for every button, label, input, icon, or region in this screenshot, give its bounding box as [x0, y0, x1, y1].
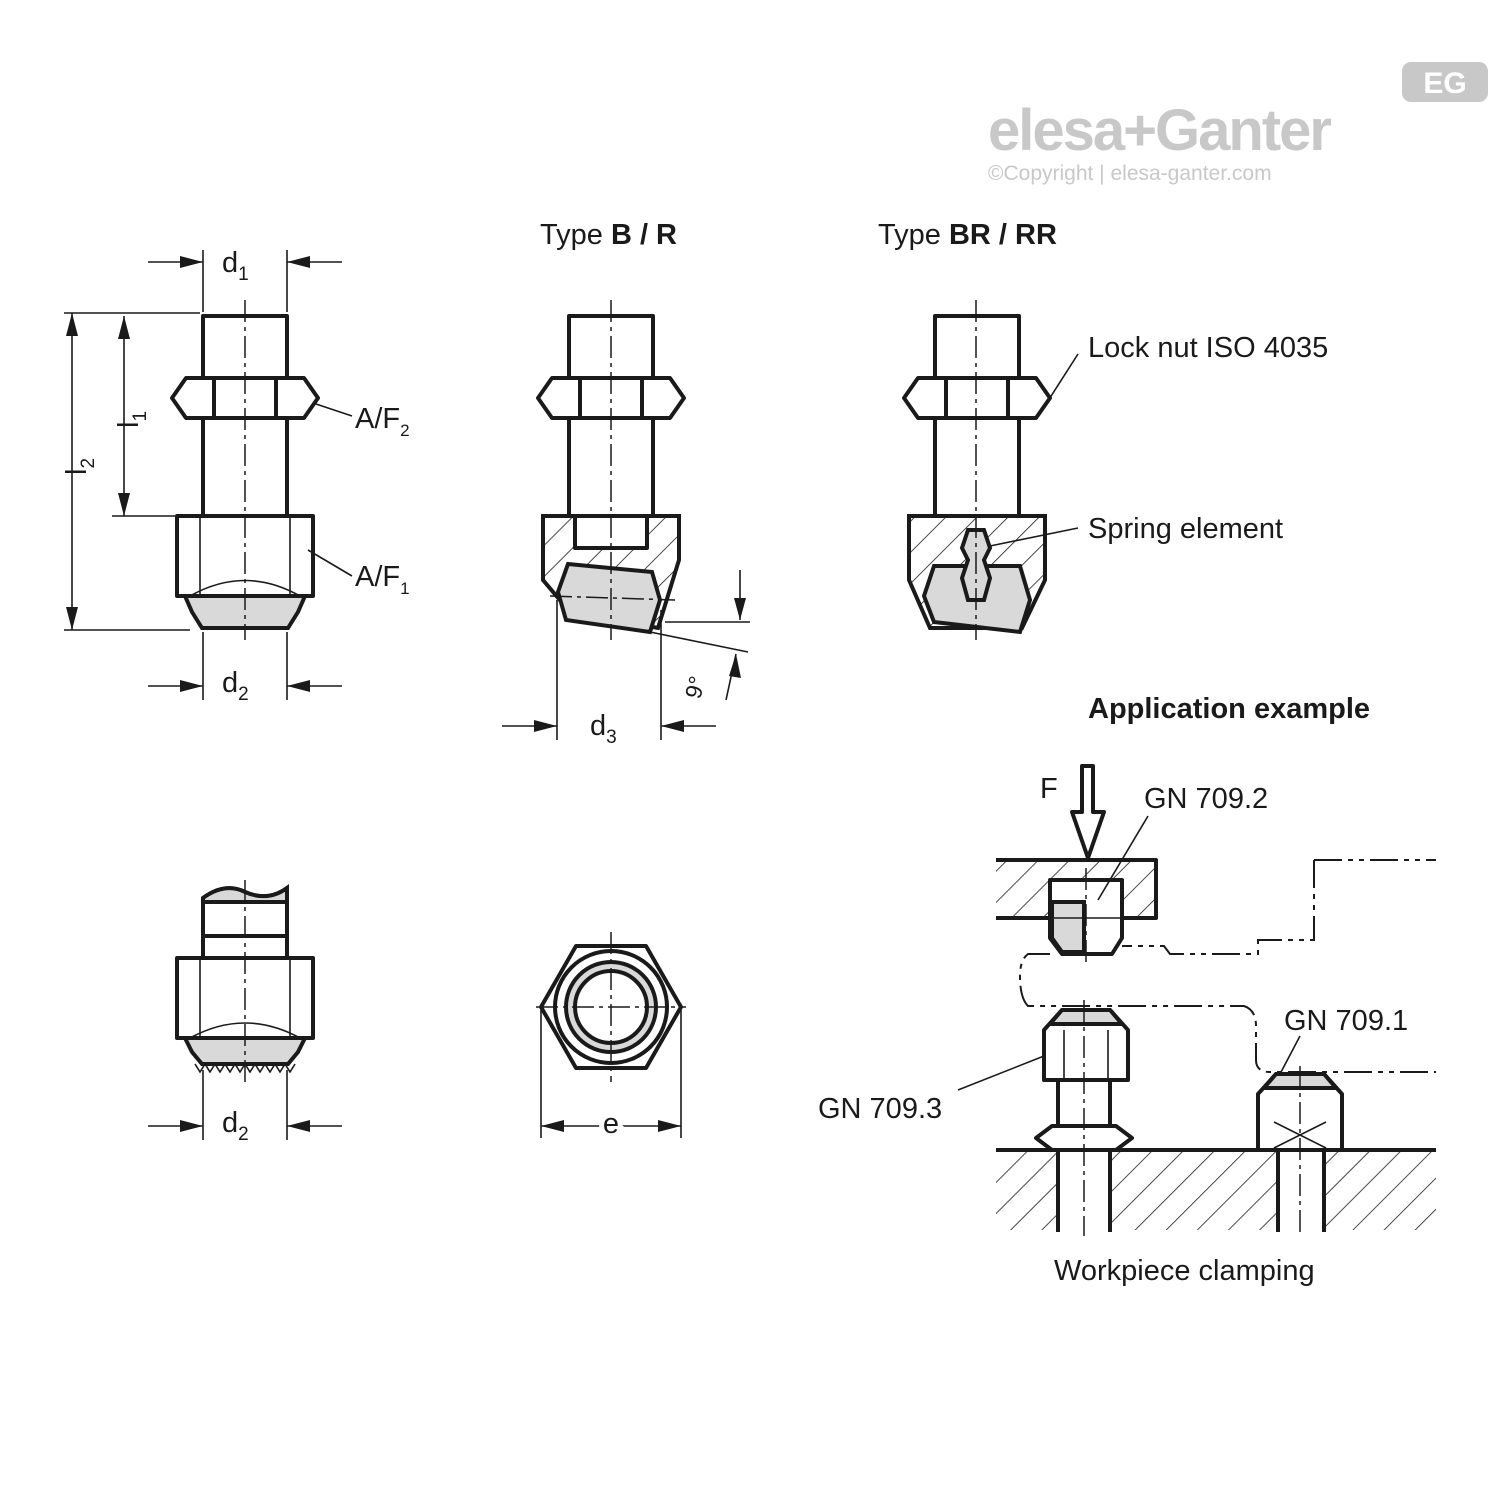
dim-angle: 9° — [680, 673, 711, 701]
dim-d3: d3 — [590, 710, 617, 748]
view-type-br-rr — [902, 300, 1079, 640]
view-type-b-r — [502, 300, 750, 740]
label-force: F — [1040, 773, 1058, 805]
view-hex-top — [536, 932, 686, 1138]
dim-l2: l2 — [61, 458, 99, 475]
brand-block: EG elesa+Ganter ©Copyright | elesa-gante… — [988, 62, 1488, 185]
dim-l1: l1 — [113, 411, 151, 428]
label-gn-709-1: GN 709.1 — [1284, 1005, 1408, 1037]
view-serrated-foot — [148, 880, 342, 1140]
title-type-br-rr: Type BR / RR — [878, 219, 1057, 251]
dim-af2: A/F2 — [355, 403, 410, 440]
dim-e: e — [603, 1108, 619, 1140]
dim-af1: A/F1 — [355, 561, 410, 598]
label-gn-709-2: GN 709.2 — [1144, 783, 1268, 815]
eg-badge-icon: EG — [1402, 62, 1488, 102]
label-spring-element: Spring element — [1088, 513, 1283, 545]
caption-workpiece-clamping: Workpiece clamping — [1054, 1255, 1315, 1287]
title-application-example: Application example — [1088, 693, 1370, 725]
label-gn-709-3: GN 709.3 — [818, 1093, 942, 1125]
copyright-text: ©Copyright | elesa-ganter.com — [988, 162, 1272, 185]
view-application-example — [957, 764, 1436, 1236]
dim-d2-bottom: d2 — [222, 1107, 249, 1145]
eg-badge-text: EG — [1423, 67, 1466, 100]
title-type-b-r: Type B / R — [540, 219, 677, 251]
dim-d2-top: d2 — [222, 667, 249, 705]
view-basic-side — [64, 250, 353, 700]
dim-d1: d1 — [222, 247, 249, 285]
label-lock-nut: Lock nut ISO 4035 — [1088, 332, 1328, 364]
brand-logo: elesa+Ganter — [988, 98, 1331, 163]
